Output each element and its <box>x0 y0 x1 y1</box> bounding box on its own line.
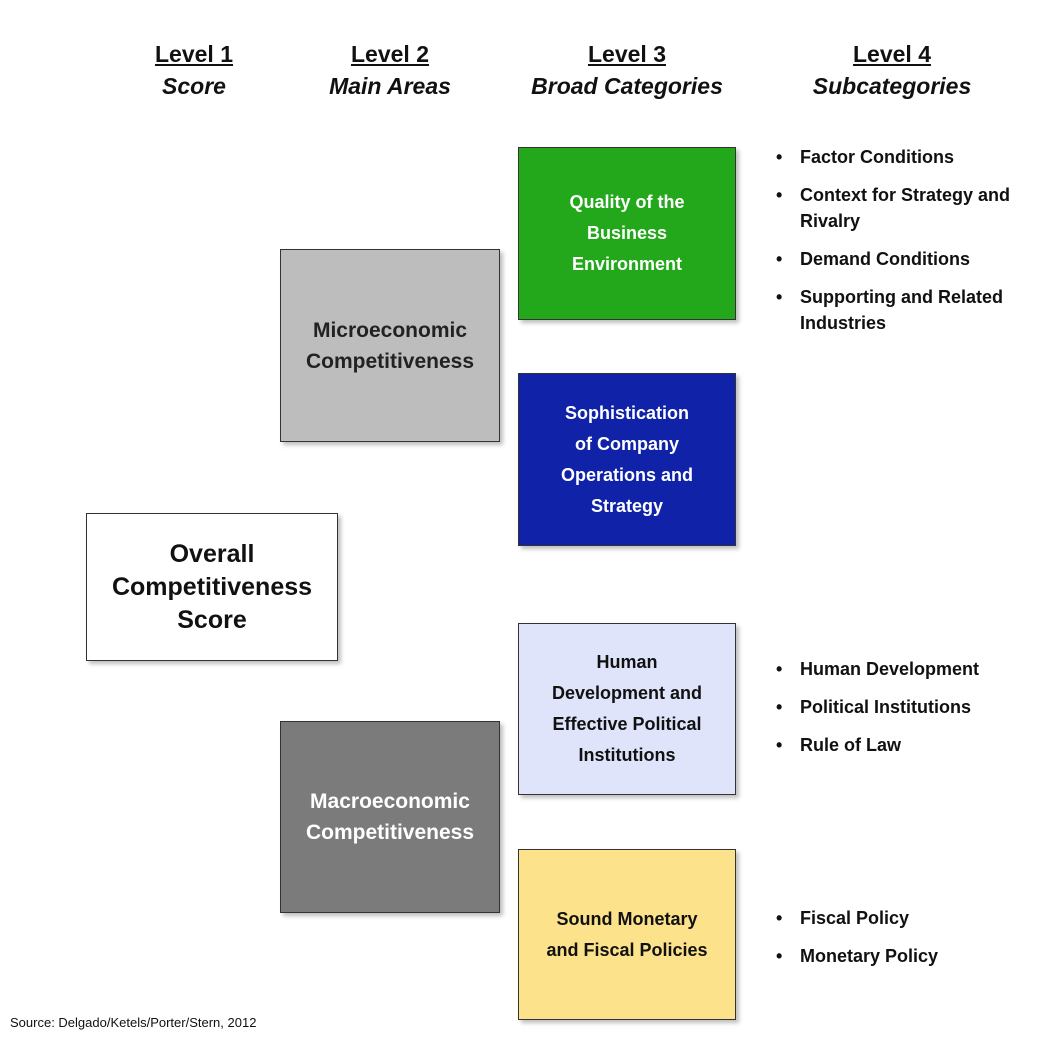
sound-subcategory-list: Fiscal Policy Monetary Policy <box>774 905 1054 981</box>
subcategory-item: Rule of Law <box>774 732 1054 758</box>
header-level-2-name: Main Areas <box>329 73 451 99</box>
header-level-3: Level 3 Broad Categories <box>507 38 747 102</box>
quality-subcategory-list: Factor Conditions Context for Strategy a… <box>774 144 1054 348</box>
human-line: Effective Political <box>552 714 702 734</box>
quality-line: Business <box>586 223 668 243</box>
macro-line: Macroeconomic <box>310 790 470 813</box>
header-level-3-label: Level 3 <box>588 41 666 67</box>
human-line: Human <box>596 652 658 672</box>
header-level-3-name: Broad Categories <box>531 73 723 99</box>
soph-line: Sophistication <box>564 402 689 423</box>
header-level-2-label: Level 2 <box>351 41 429 67</box>
micro-line: Microeconomic <box>312 318 468 342</box>
sound-policies-box: Sound Monetary and Fiscal Policies <box>518 849 736 1020</box>
human-development-box: Human Development and Effective Politica… <box>518 623 736 795</box>
quality-business-environment-box: Quality of the Business Environment <box>518 147 736 320</box>
subcategory-item: Factor Conditions <box>774 144 1054 170</box>
subcategory-item: Monetary Policy <box>774 943 1054 969</box>
header-level-1-name: Score <box>162 73 226 99</box>
source-note: Source: Delgado/Ketels/Porter/Stern, 201… <box>10 1015 257 1030</box>
subcategory-item: Demand Conditions <box>774 246 1054 272</box>
soph-line: of Company <box>574 433 679 454</box>
overall-line: Overall <box>169 539 255 568</box>
header-level-4-name: Subcategories <box>812 73 972 99</box>
overall-line: Competitiveness <box>111 572 313 601</box>
sound-line: Sound Monetary <box>556 908 698 929</box>
sophistication-box: Sophistication of Company Operations and… <box>518 373 736 546</box>
subcategory-item: Supporting and Related Industries <box>774 284 1054 336</box>
macroeconomic-box: Macroeconomic Competitiveness <box>280 721 500 913</box>
overall-score-box: Overall Competitiveness Score <box>86 513 338 661</box>
human-subcategory-list: Human Development Political Institutions… <box>774 656 1054 770</box>
subcategory-item: Context for Strategy and Rivalry <box>774 182 1054 234</box>
microeconomic-box: Microeconomic Competitiveness <box>280 249 500 442</box>
sound-line: and Fiscal Policies <box>546 939 708 960</box>
subcategory-item: Human Development <box>774 656 1054 682</box>
quality-line: Environment <box>571 254 682 274</box>
overall-line: Score <box>177 605 247 634</box>
human-line: Institutions <box>578 745 676 765</box>
quality-line: Quality of the <box>569 192 685 212</box>
soph-line: Strategy <box>590 495 664 516</box>
micro-line: Competitiveness <box>305 349 475 373</box>
header-level-2: Level 2 Main Areas <box>270 38 510 102</box>
header-level-1-label: Level 1 <box>155 41 233 67</box>
subcategory-item: Political Institutions <box>774 694 1054 720</box>
header-level-4-label: Level 4 <box>853 41 931 67</box>
subcategory-item: Fiscal Policy <box>774 905 1054 931</box>
soph-line: Operations and <box>560 464 694 485</box>
header-level-4: Level 4 Subcategories <box>772 38 1012 102</box>
macro-line: Competitiveness <box>305 821 475 844</box>
human-line: Development and <box>551 683 703 703</box>
header-level-1: Level 1 Score <box>74 38 314 102</box>
